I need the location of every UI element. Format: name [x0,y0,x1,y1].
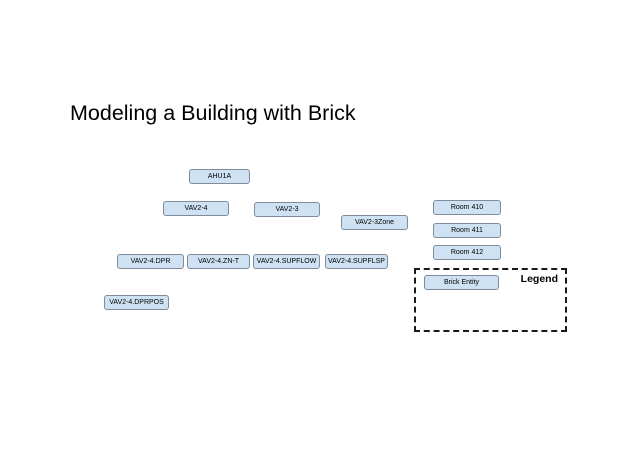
entity-box-vav2-4-dprpos: VAV2-4.DPRPOS [104,295,169,310]
entity-box-ahu1a: AHU1A [189,169,250,184]
entity-box-vav2-4-zn-t: VAV2-4.ZN-T [187,254,250,269]
entity-box-room-412: Room 412 [433,245,501,260]
entity-box-vav2-3zone: VAV2-3Zone [341,215,408,230]
entity-box-vav2-4-supflsp: VAV2-4.SUPFLSP [325,254,388,269]
entity-box-vav2-3: VAV2-3 [254,202,320,217]
entity-box-vav2-4-dpr: VAV2-4.DPR [117,254,184,269]
legend-title: Legend [520,273,558,285]
legend-item-brick-entity: Brick Entity [424,275,499,290]
entity-box-room-410: Room 410 [433,200,501,215]
entity-box-vav2-4-supflow: VAV2-4.SUPFLOW [253,254,320,269]
slide-title: Modeling a Building with Brick [70,101,356,125]
legend-box: Legend Brick Entity [414,268,567,332]
entity-box-room-411: Room 411 [433,223,501,238]
entity-box-vav2-4: VAV2-4 [163,201,229,216]
